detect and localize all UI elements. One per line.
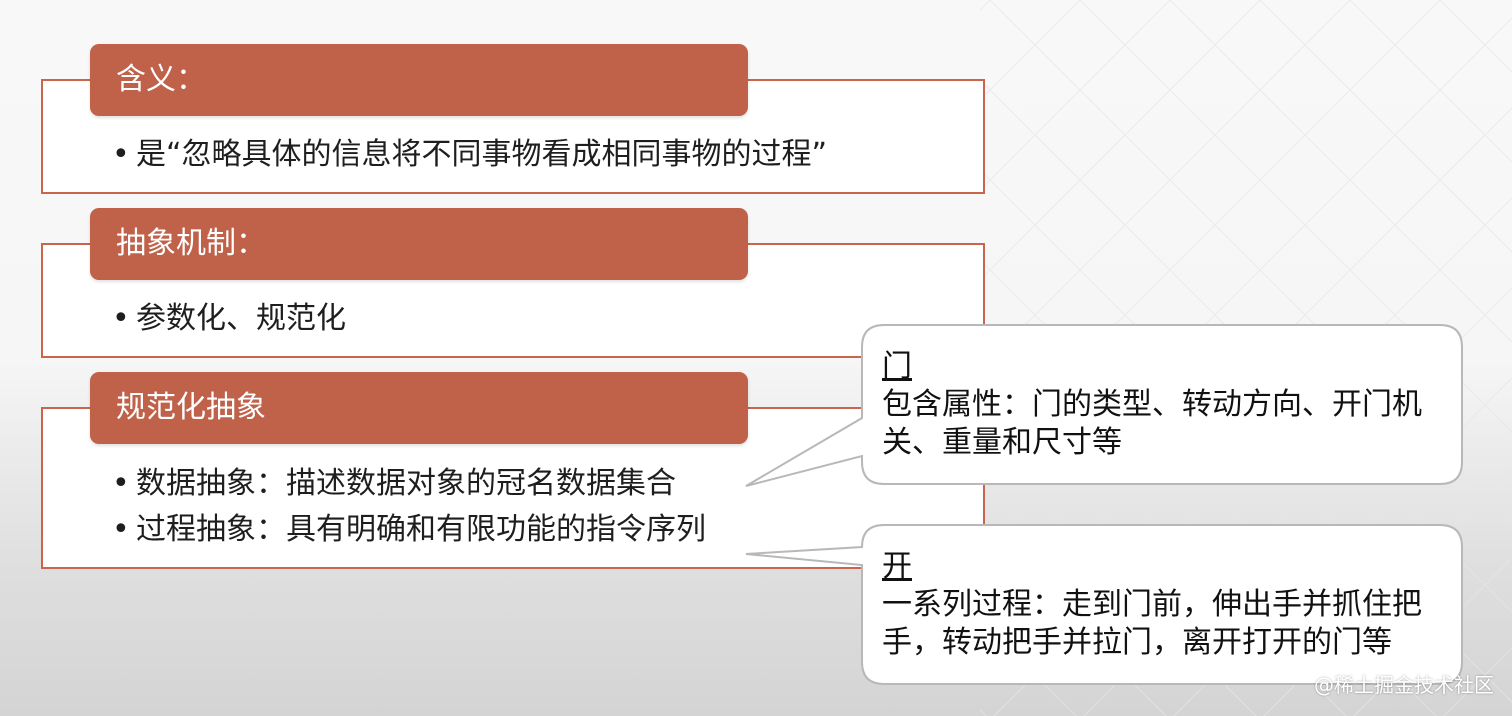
section-meaning-bullet: •是“忽略具体的信息将不同事物看成相同事物的过程” — [112, 135, 827, 175]
callout-door-body: 包含属性：门的类型、转动方向、开门机关、重量和尺寸等 — [882, 387, 1422, 460]
section-normalized-header: 规范化抽象 — [90, 372, 748, 444]
section-mechanism-bullet: •参数化、规范化 — [112, 299, 346, 339]
bullet-dot: • — [112, 137, 130, 172]
callout-door-title: 门 — [882, 349, 912, 384]
section-normalized-bullet: •数据抽象：描述数据对象的冠名数据集合 — [112, 464, 676, 504]
bullet-text: 参数化、规范化 — [136, 301, 346, 336]
bullet-dot: • — [112, 466, 130, 501]
watermark: @稀土掘金技术社区 — [1314, 673, 1494, 697]
callout-door: 门 包含属性：门的类型、转动方向、开门机关、重量和尺寸等 — [864, 332, 1460, 482]
bullet-text: 是“忽略具体的信息将不同事物看成相同事物的过程” — [136, 137, 828, 172]
callout-door-shape — [745, 324, 1463, 487]
bullet-dot: • — [112, 512, 130, 547]
bullet-text: 数据抽象：描述数据对象的冠名数据集合 — [136, 466, 676, 501]
callout-open: 开 一系列过程：走到门前，伸出手并抓住把手，转动把手并拉门，离开打开的门等 — [864, 532, 1460, 682]
bullet-text: 过程抽象：具有明确和有限功能的指令序列 — [136, 512, 706, 547]
section-normalized-bullet: •过程抽象：具有明确和有限功能的指令序列 — [112, 510, 706, 550]
callout-open-shape — [745, 524, 1463, 685]
callout-open-title: 开 — [882, 549, 912, 584]
section-meaning-header: 含义： — [90, 44, 748, 116]
callout-open-body: 一系列过程：走到门前，伸出手并抓住把手，转动把手并拉门，离开打开的门等 — [882, 587, 1422, 660]
bullet-dot: • — [112, 301, 130, 336]
section-mechanism-header: 抽象机制： — [90, 208, 748, 280]
